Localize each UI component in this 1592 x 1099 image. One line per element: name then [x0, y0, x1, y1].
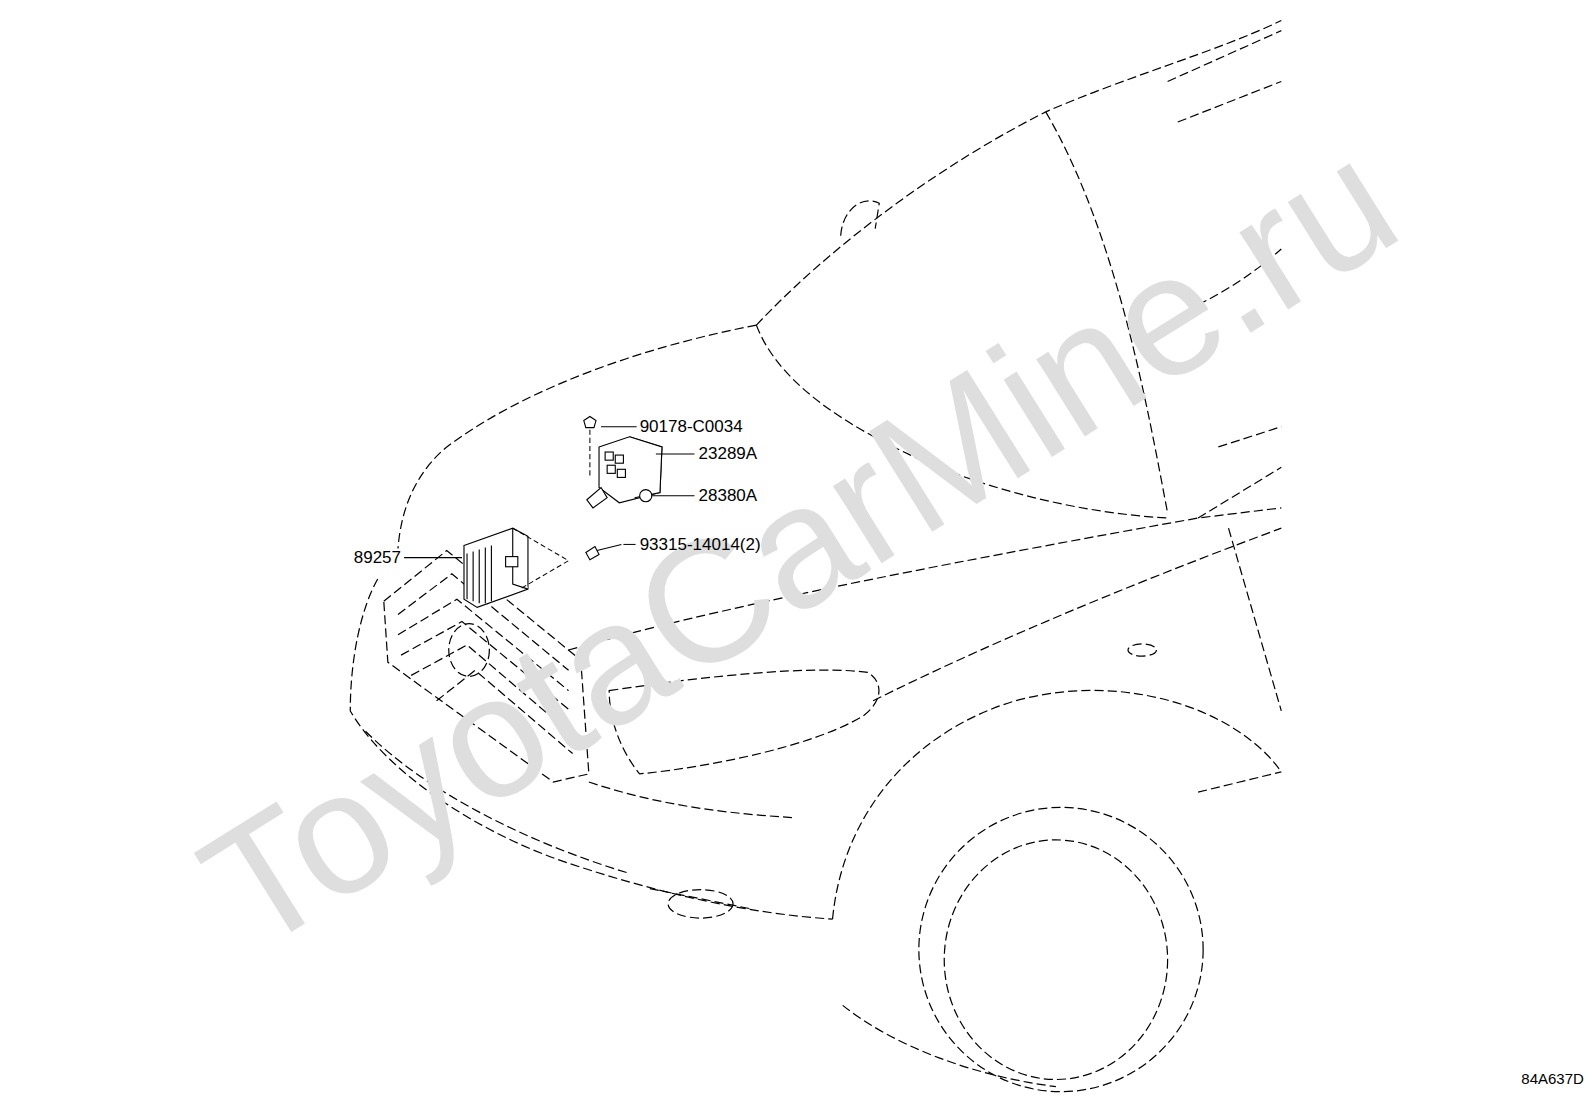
- parts: [464, 416, 662, 607]
- part-number: 93315-14014(2): [640, 536, 761, 553]
- car-outline: [350, 21, 1281, 1092]
- part-number: 90178-C0034: [640, 418, 743, 435]
- watermark: ToyotaCarMine.ru: [177, 111, 1423, 979]
- figure-code: 84A637D: [1521, 1071, 1584, 1086]
- part-number: 23289A: [699, 445, 758, 462]
- part-number: 89257: [354, 549, 401, 566]
- leader-lines: [404, 427, 694, 589]
- part-number: 28380A: [699, 487, 758, 504]
